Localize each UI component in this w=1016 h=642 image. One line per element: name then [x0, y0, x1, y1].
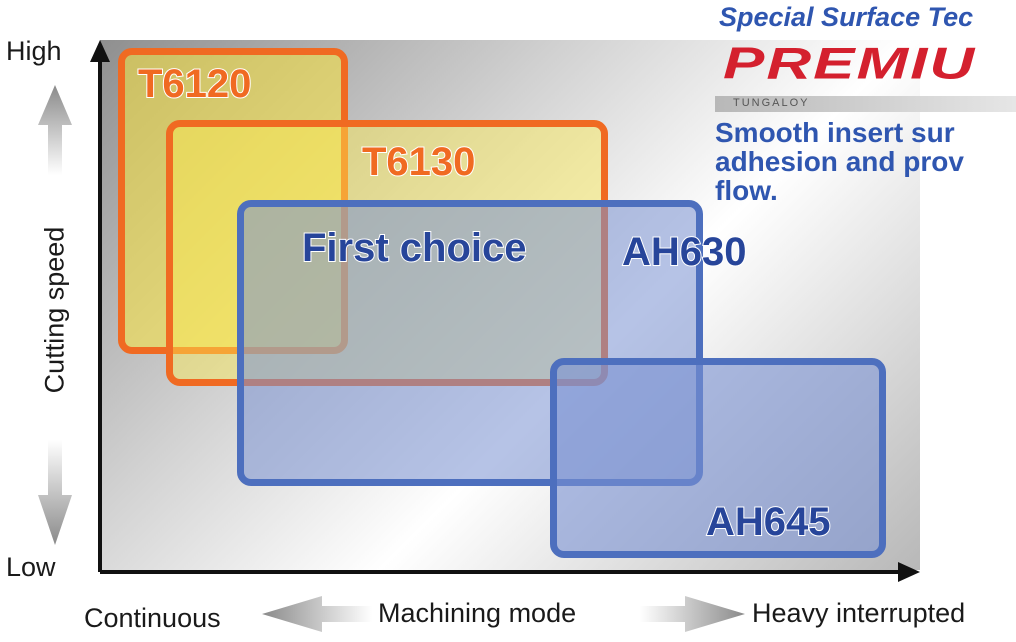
- y-high-label: High: [6, 36, 62, 66]
- x-heavy-label: Heavy interrupted: [752, 598, 966, 628]
- desc-line-3: flow.: [715, 175, 778, 206]
- label-t6120: T6120: [137, 61, 252, 107]
- tech-heading: Special Surface Tec: [719, 2, 974, 32]
- y-low-label: Low: [6, 552, 56, 582]
- y-down-arrow-icon: [38, 440, 72, 545]
- label-ah630: AH630: [621, 229, 748, 275]
- region-ah645: [550, 358, 886, 558]
- label-t6130: T6130: [361, 139, 476, 185]
- x-axis-title: Machining mode: [378, 598, 577, 628]
- label-ah645: AH645: [705, 499, 832, 545]
- x-continuous-label: Continuous: [84, 603, 221, 633]
- y-axis-title: Cutting speed: [39, 226, 70, 394]
- x-axis-arrow-icon: [898, 562, 920, 582]
- x-left-arrow-icon: [262, 596, 372, 632]
- brand-block: Special Surface Tec PREMIU TUNGALOY Smoo…: [715, 0, 1016, 230]
- desc-line-2: adhesion and prov: [715, 146, 964, 177]
- premium-logo: PREMIU: [723, 38, 977, 89]
- desc-line-1: Smooth insert sur: [715, 117, 955, 148]
- y-axis-arrow-icon: [90, 40, 110, 62]
- first-choice-label: First choice: [301, 225, 528, 271]
- x-right-arrow-icon: [640, 596, 745, 632]
- logo-bar: [715, 96, 1016, 112]
- y-up-arrow-icon: [38, 85, 72, 175]
- tungaloy-text: TUNGALOY: [733, 97, 810, 109]
